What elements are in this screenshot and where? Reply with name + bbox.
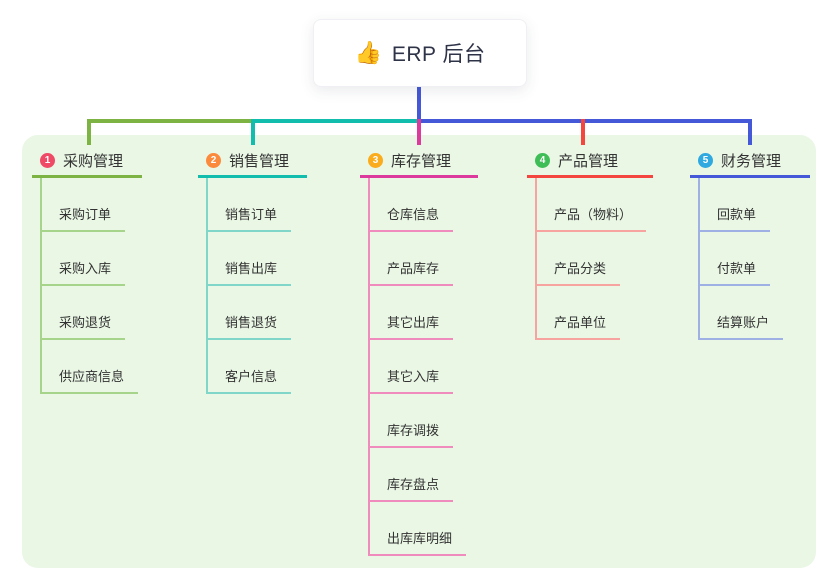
branch-children-product: 产品（物料） 产品分类产品单位 [535, 178, 647, 340]
thumbs-up-icon: 👍 [354, 40, 382, 65]
branch-number-badge: 2 [206, 153, 221, 168]
branch-title-inventory[interactable]: 3 库存管理 [360, 146, 478, 178]
child-topic[interactable]: 仓库信息 [370, 204, 454, 232]
branch-title-label: 产品管理 [558, 153, 619, 170]
branch-drop-connector-product [581, 119, 585, 145]
child-topic[interactable]: 其它入库 [370, 366, 454, 394]
branch-drop-connector-sales [251, 119, 255, 145]
branch-children-sales: 销售订单销售出库销售退货客户信息 [206, 178, 292, 394]
branch-number-badge: 5 [698, 153, 713, 168]
child-topic-row: 仓库信息 [370, 178, 466, 232]
branch-title-label: 采购管理 [63, 153, 124, 170]
child-topic[interactable]: 销售订单 [208, 204, 292, 232]
child-topic[interactable]: 产品单位 [537, 312, 621, 340]
branch-purchase: 1 采购管理采购订单采购入库采购退货供应商信息 [32, 146, 142, 394]
branch-drop-connector-inventory [417, 119, 421, 145]
child-topic-row: 采购退货 [42, 286, 138, 340]
branch-inventory: 3 库存管理仓库信息产品库存其它出库其它入库库存调拨库存盘点出库库明细 [360, 146, 478, 556]
branch-number-badge: 1 [40, 153, 55, 168]
child-topic[interactable]: 销售退货 [208, 312, 292, 340]
branch-title-purchase[interactable]: 1 采购管理 [32, 146, 142, 178]
child-topic[interactable]: 出库库明细 [370, 528, 467, 556]
branch-product: 4 产品管理产品（物料） 产品分类产品单位 [527, 146, 653, 340]
child-topic[interactable]: 采购订单 [42, 204, 126, 232]
child-topic-row: 采购入库 [42, 232, 138, 286]
child-topic[interactable]: 产品库存 [370, 258, 454, 286]
branch-title-label: 销售管理 [229, 153, 290, 170]
rail-segment [251, 119, 417, 123]
branch-title-sales[interactable]: 2 销售管理 [198, 146, 307, 178]
child-topic[interactable]: 库存调拨 [370, 420, 454, 448]
child-topic[interactable]: 其它出库 [370, 312, 454, 340]
rail-segment [87, 119, 251, 123]
branches-panel [22, 135, 816, 568]
branch-title-label: 库存管理 [391, 153, 452, 170]
child-topic-row: 回款单 [700, 178, 783, 232]
branch-sales: 2 销售管理销售订单销售出库销售退货客户信息 [198, 146, 307, 394]
child-topic-row: 销售订单 [208, 178, 292, 232]
child-topic[interactable]: 供应商信息 [42, 366, 139, 394]
child-topic[interactable]: 库存盘点 [370, 474, 454, 502]
child-topic-row: 库存调拨 [370, 394, 466, 448]
branch-children-finance: 回款单付款单结算账户 [698, 178, 784, 340]
child-topic-row: 供应商信息 [42, 340, 139, 394]
branch-title-finance[interactable]: 5 财务管理 [690, 146, 810, 178]
child-topic[interactable]: 回款单 [700, 204, 771, 232]
root-node-label: ERP 后台 [391, 43, 486, 66]
root-stem-connector [417, 85, 421, 119]
root-node-erp[interactable]: 👍 ERP 后台 [313, 19, 527, 87]
branch-number-badge: 4 [535, 153, 550, 168]
branch-number-badge: 3 [368, 153, 383, 168]
branch-children-inventory: 仓库信息产品库存其它出库其它入库库存调拨库存盘点出库库明细 [368, 178, 467, 556]
child-topic[interactable]: 销售出库 [208, 258, 292, 286]
child-topic[interactable]: 产品（物料） [537, 204, 647, 232]
child-topic-row: 客户信息 [208, 340, 292, 394]
branch-drop-connector-purchase [87, 119, 91, 145]
child-topic-row: 产品分类 [537, 232, 646, 286]
child-topic[interactable]: 产品分类 [537, 258, 621, 286]
child-topic-row: 付款单 [700, 232, 783, 286]
child-topic[interactable]: 付款单 [700, 258, 771, 286]
branch-finance: 5 财务管理回款单付款单结算账户 [690, 146, 810, 340]
child-topic-row: 产品库存 [370, 232, 466, 286]
child-topic-row: 库存盘点 [370, 448, 466, 502]
child-topic[interactable]: 采购退货 [42, 312, 126, 340]
child-topic[interactable]: 采购入库 [42, 258, 126, 286]
branch-drop-connector-finance [748, 119, 752, 145]
child-topic-row: 出库库明细 [370, 502, 467, 556]
child-topic-row: 产品（物料） [537, 178, 647, 232]
child-topic[interactable]: 结算账户 [700, 312, 784, 340]
child-topic-row: 其它出库 [370, 286, 466, 340]
branch-children-purchase: 采购订单采购入库采购退货供应商信息 [40, 178, 139, 394]
child-topic-row: 销售退货 [208, 286, 292, 340]
child-topic-row: 销售出库 [208, 232, 292, 286]
child-topic[interactable]: 客户信息 [208, 366, 292, 394]
child-topic-row: 其它入库 [370, 340, 466, 394]
child-topic-row: 产品单位 [537, 286, 646, 340]
branch-title-product[interactable]: 4 产品管理 [527, 146, 653, 178]
child-topic-row: 采购订单 [42, 178, 138, 232]
branch-title-label: 财务管理 [721, 153, 782, 170]
child-topic-row: 结算账户 [700, 286, 784, 340]
